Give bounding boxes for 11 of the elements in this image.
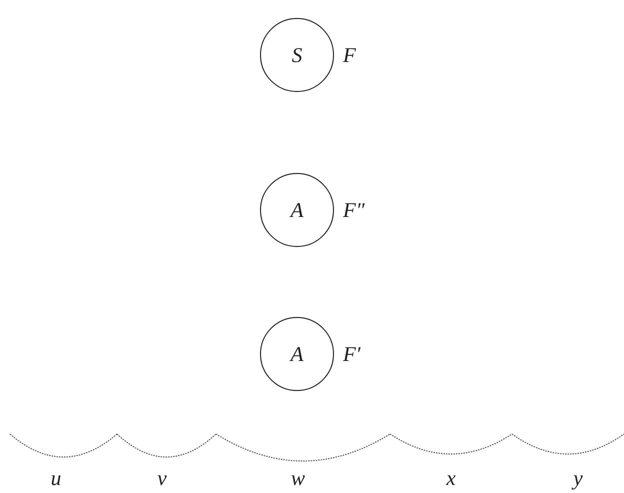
node-annotation: F [343, 45, 356, 66]
segment-label: x [446, 468, 456, 489]
segment-label: w [291, 468, 305, 489]
segment-label: u [50, 468, 62, 489]
node-annotation: F′ [343, 344, 360, 365]
segment-label: y [573, 468, 583, 489]
node-annotation: F″ [343, 200, 365, 221]
node-label: A [290, 344, 304, 364]
segment-label: v [157, 468, 167, 489]
node-label: A [290, 200, 304, 220]
node-label: S [292, 44, 302, 66]
